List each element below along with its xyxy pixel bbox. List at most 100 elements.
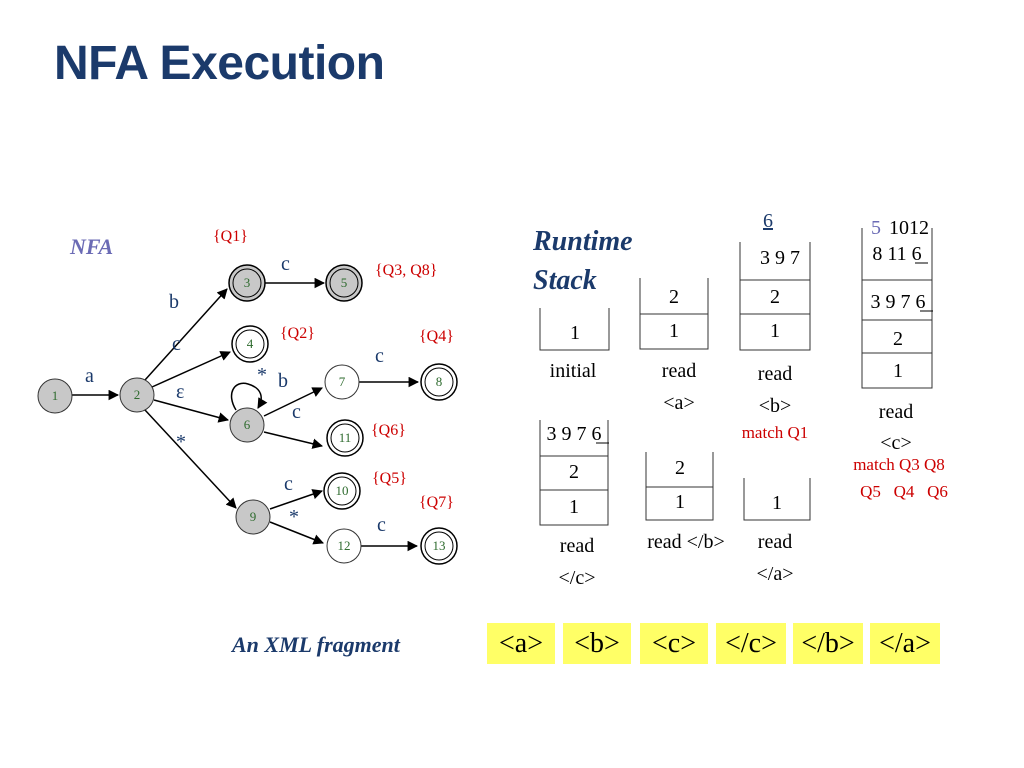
stack-frame-5 [539, 420, 609, 526]
stack-frame-7 [743, 478, 811, 521]
edge-label-epsilon: ε [176, 381, 184, 403]
query-label-8: {Q4} [419, 328, 454, 345]
nfa-edge-labels: a b c ε * c b c c c * c * [85, 253, 386, 536]
edge-label-c: c [377, 514, 386, 536]
stack-cell: 2 [569, 461, 579, 483]
state-5: 5 [325, 264, 363, 302]
xml-tag-close-a: </a> [870, 623, 940, 664]
edge-label-c: c [281, 253, 290, 275]
match-label: match Q1 [742, 423, 809, 442]
edge-2-4 [151, 351, 231, 388]
stack-cell: 1 [569, 496, 579, 518]
edge-label-a: a [85, 365, 94, 387]
stack-caption: <b> [759, 395, 792, 417]
edge-label-c: c [292, 401, 301, 423]
edge-6-7 [263, 387, 323, 417]
nfa-label: NFA [69, 234, 113, 259]
stack-cell: 1 [770, 320, 780, 342]
nfa-query-labels: {Q1} {Q3, Q8} {Q2} {Q4} {Q6} {Q5} {Q7} [213, 228, 454, 511]
state-label: 5 [341, 275, 348, 290]
edge-9-12 [269, 521, 324, 545]
xml-tag-open-a: <a> [487, 623, 555, 664]
edge-6-loop [230, 382, 268, 411]
stack-caption: </a> [757, 563, 794, 585]
stack-cell-top: 6 [763, 210, 773, 232]
query-label-3: {Q1} [213, 228, 248, 245]
stack-caption: read [560, 535, 594, 557]
edge-label-star: * [257, 364, 267, 386]
edge-label-c: c [375, 345, 384, 367]
stack-cell: 3 9 7 6 [871, 291, 926, 313]
state-label: 7 [339, 374, 346, 389]
stack-cell-top: 1012 [889, 217, 929, 239]
query-label-10: {Q5} [372, 470, 407, 487]
stack-frame-4 [861, 228, 933, 389]
state-6: 6 [229, 407, 265, 443]
stack-cell: 2 [669, 286, 679, 308]
edge-label-c: c [172, 333, 181, 355]
state-9: 9 [235, 499, 271, 535]
stack-cell: 1 [570, 322, 580, 344]
stack-cell: 2 [893, 328, 903, 350]
stack-frame-1 [539, 308, 610, 351]
slide-title: NFA Execution [54, 37, 385, 90]
query-label-4: {Q2} [280, 325, 315, 342]
edge-2-6 [153, 399, 230, 423]
state-label: 2 [134, 387, 141, 402]
stack-cell: 2 [675, 457, 685, 479]
state-label: 10 [336, 483, 349, 498]
stack-caption: read [662, 360, 696, 382]
edge-label-c: c [284, 473, 293, 495]
runtime-title-line1: Runtime [532, 226, 633, 257]
state-label: 4 [247, 336, 254, 351]
stack-caption: <c> [880, 432, 911, 454]
stack-caption: read [758, 531, 792, 553]
state-label: 8 [436, 374, 443, 389]
stack-cell: 1 [893, 360, 903, 382]
stack-cell: 1 [669, 320, 679, 342]
xml-fragment-label: An XML fragment [230, 632, 401, 657]
stack-caption: </c> [559, 567, 596, 589]
edge-6-11 [263, 431, 324, 449]
edge-9-10 [269, 489, 323, 510]
query-label-13: {Q7} [419, 494, 454, 511]
state-label: 13 [433, 538, 446, 553]
stack-caption: read [879, 401, 913, 423]
edge-label-star: * [176, 431, 186, 453]
underline-marks [596, 262, 933, 444]
runtime-stack-section: Runtime Stack [532, 210, 948, 589]
match-labels: match Q1 match Q3 Q8 Q5 Q4 Q6 [742, 423, 948, 501]
stack-cell: 1 [772, 492, 782, 514]
state-3: 3 [228, 264, 266, 302]
state-11: 11 [326, 419, 364, 457]
stack-cell: 3 9 7 6 [547, 423, 602, 445]
nfa-states: 1 2 3 4 5 6 [37, 264, 458, 565]
xml-tag-close-b: </b> [793, 623, 863, 664]
nfa-diagram: NFA a b c ε * c b c c [37, 228, 458, 565]
state-4: 4 [231, 325, 269, 363]
stack-frame-3 [739, 242, 811, 351]
stack-caption: read [758, 363, 792, 385]
state-12: 12 [326, 528, 362, 564]
state-8: 8 [420, 363, 458, 401]
state-13: 13 [420, 527, 458, 565]
stack-caption: read </b> [647, 531, 725, 553]
stack-cell-values: 1 2 1 6 3 9 7 2 1 5 1012 8 11 6 3 9 7 6 … [547, 210, 930, 518]
stack-cell: 2 [770, 286, 780, 308]
stack-caption: initial [550, 360, 597, 382]
state-label: 6 [244, 417, 251, 432]
state-label: 9 [250, 509, 257, 524]
runtime-title-line2: Stack [533, 265, 597, 296]
stack-frames [539, 228, 933, 526]
state-2: 2 [119, 377, 155, 413]
stack-captions: initial read <a> read <b> read <c> read … [550, 360, 914, 589]
match-label: match Q3 Q8 [853, 455, 945, 474]
stack-frame-6 [645, 452, 714, 521]
edge-label-b: b [278, 370, 288, 392]
stack-cell: 1 [675, 491, 685, 513]
xml-tag-open-b: <b> [563, 623, 631, 664]
edge-2-3 [144, 288, 228, 381]
edge-2-9 [144, 409, 237, 509]
stack-caption: <a> [663, 392, 694, 414]
stack-cell: 8 11 6 [872, 243, 921, 265]
